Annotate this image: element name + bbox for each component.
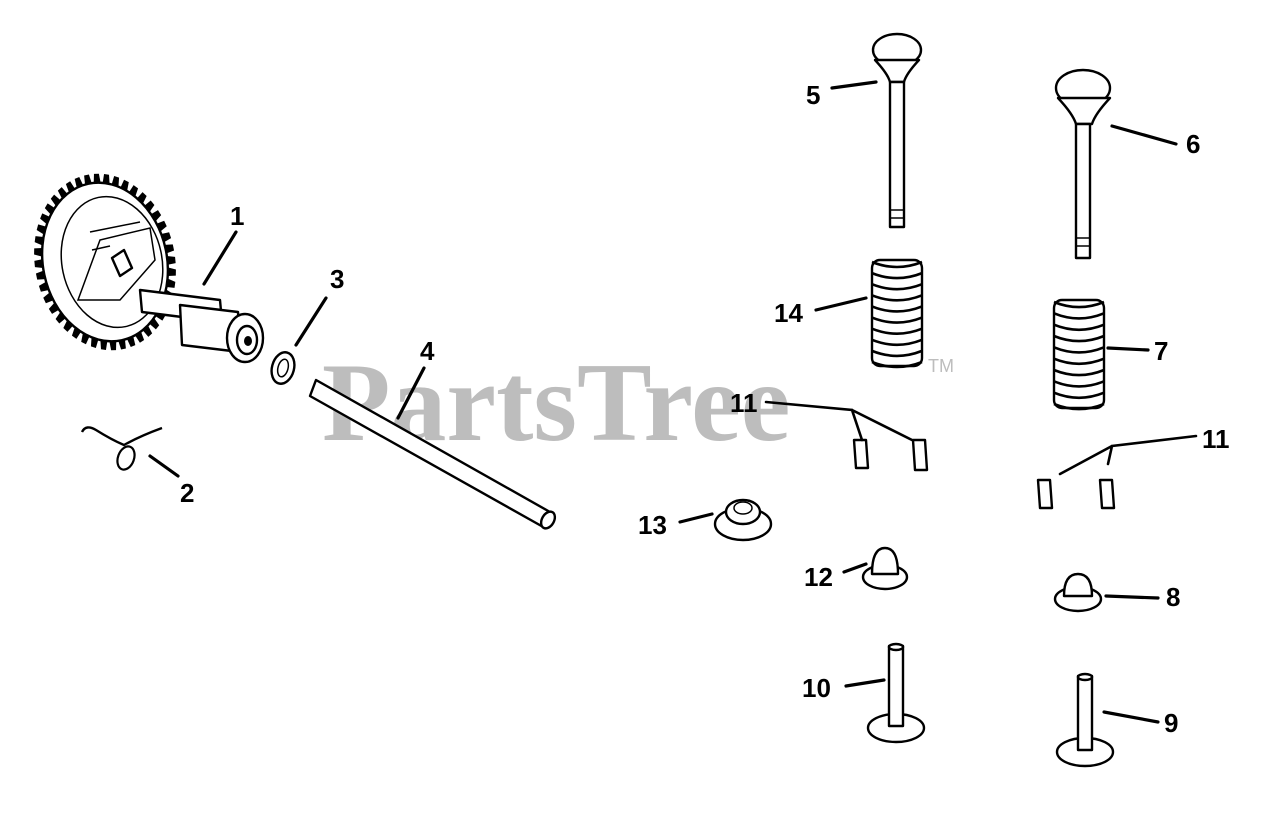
leader-line-8 (1104, 594, 1160, 600)
leader-line-3 (294, 296, 328, 347)
exhaust-valve-spring-drawing (1052, 298, 1106, 411)
intake-tappet-drawing (866, 642, 926, 744)
washer-drawing (270, 351, 296, 385)
part-label-12[interactable]: 12 (804, 562, 833, 592)
leader-line-11-exhaust (1058, 434, 1198, 476)
camshaft-gear-drawing (34, 173, 265, 364)
leader-lines (148, 80, 1198, 724)
part-label-1[interactable]: 1 (230, 201, 244, 231)
leader-line-9 (1102, 710, 1160, 724)
leader-line-11-intake (764, 400, 914, 442)
valve-seat-cap-drawing (713, 498, 773, 542)
exhaust-keepers-drawing (1036, 478, 1116, 510)
leader-line-2 (148, 454, 180, 478)
intake-keepers-drawing (852, 438, 929, 472)
part-label-13[interactable]: 13 (638, 510, 667, 540)
part-label-8[interactable]: 8 (1166, 582, 1180, 612)
part-label-4[interactable]: 4 (420, 336, 435, 366)
intake-valve-drawing (871, 32, 923, 229)
part-label-10[interactable]: 10 (802, 673, 831, 703)
spring-coil-icon (1053, 300, 1105, 411)
intake-spring-cap-drawing (861, 546, 909, 591)
part-label-6[interactable]: 6 (1186, 129, 1200, 159)
part-label-3[interactable]: 3 (330, 264, 344, 294)
leader-line-7 (1106, 346, 1150, 352)
exhaust-tappet-drawing (1055, 672, 1115, 768)
part-label-11-intake[interactable]: 11 (730, 388, 758, 418)
leader-line-5 (830, 80, 878, 90)
leader-line-13 (678, 512, 714, 524)
exhaust-spring-cap-drawing (1053, 572, 1103, 613)
pushrod-shaft-drawing (308, 378, 557, 530)
part-label-7[interactable]: 7 (1154, 336, 1168, 366)
part-label-2[interactable]: 2 (180, 478, 194, 508)
part-label-5[interactable]: 5 (806, 80, 820, 110)
spring-coil-icon (871, 260, 923, 369)
leader-line-12 (842, 562, 868, 574)
part-label-14[interactable]: 14 (774, 298, 803, 328)
part-labels: 1 2 3 4 5 6 7 8 9 10 11 11 12 13 14 (180, 80, 1230, 738)
watermark-trademark: TM (928, 356, 954, 376)
part-label-11-exhaust[interactable]: 11 (1202, 424, 1230, 454)
part-label-9[interactable]: 9 (1164, 708, 1178, 738)
leader-line-6 (1110, 124, 1178, 146)
watermark-text: PartsTree (322, 341, 791, 465)
exhaust-valve-drawing (1054, 68, 1112, 260)
wire-spring-drawing (80, 426, 163, 471)
leader-line-14 (814, 296, 868, 312)
intake-valve-spring-drawing (870, 258, 924, 369)
leader-line-1 (202, 230, 238, 286)
leader-line-10 (844, 678, 886, 688)
leader-line-4 (396, 366, 426, 420)
